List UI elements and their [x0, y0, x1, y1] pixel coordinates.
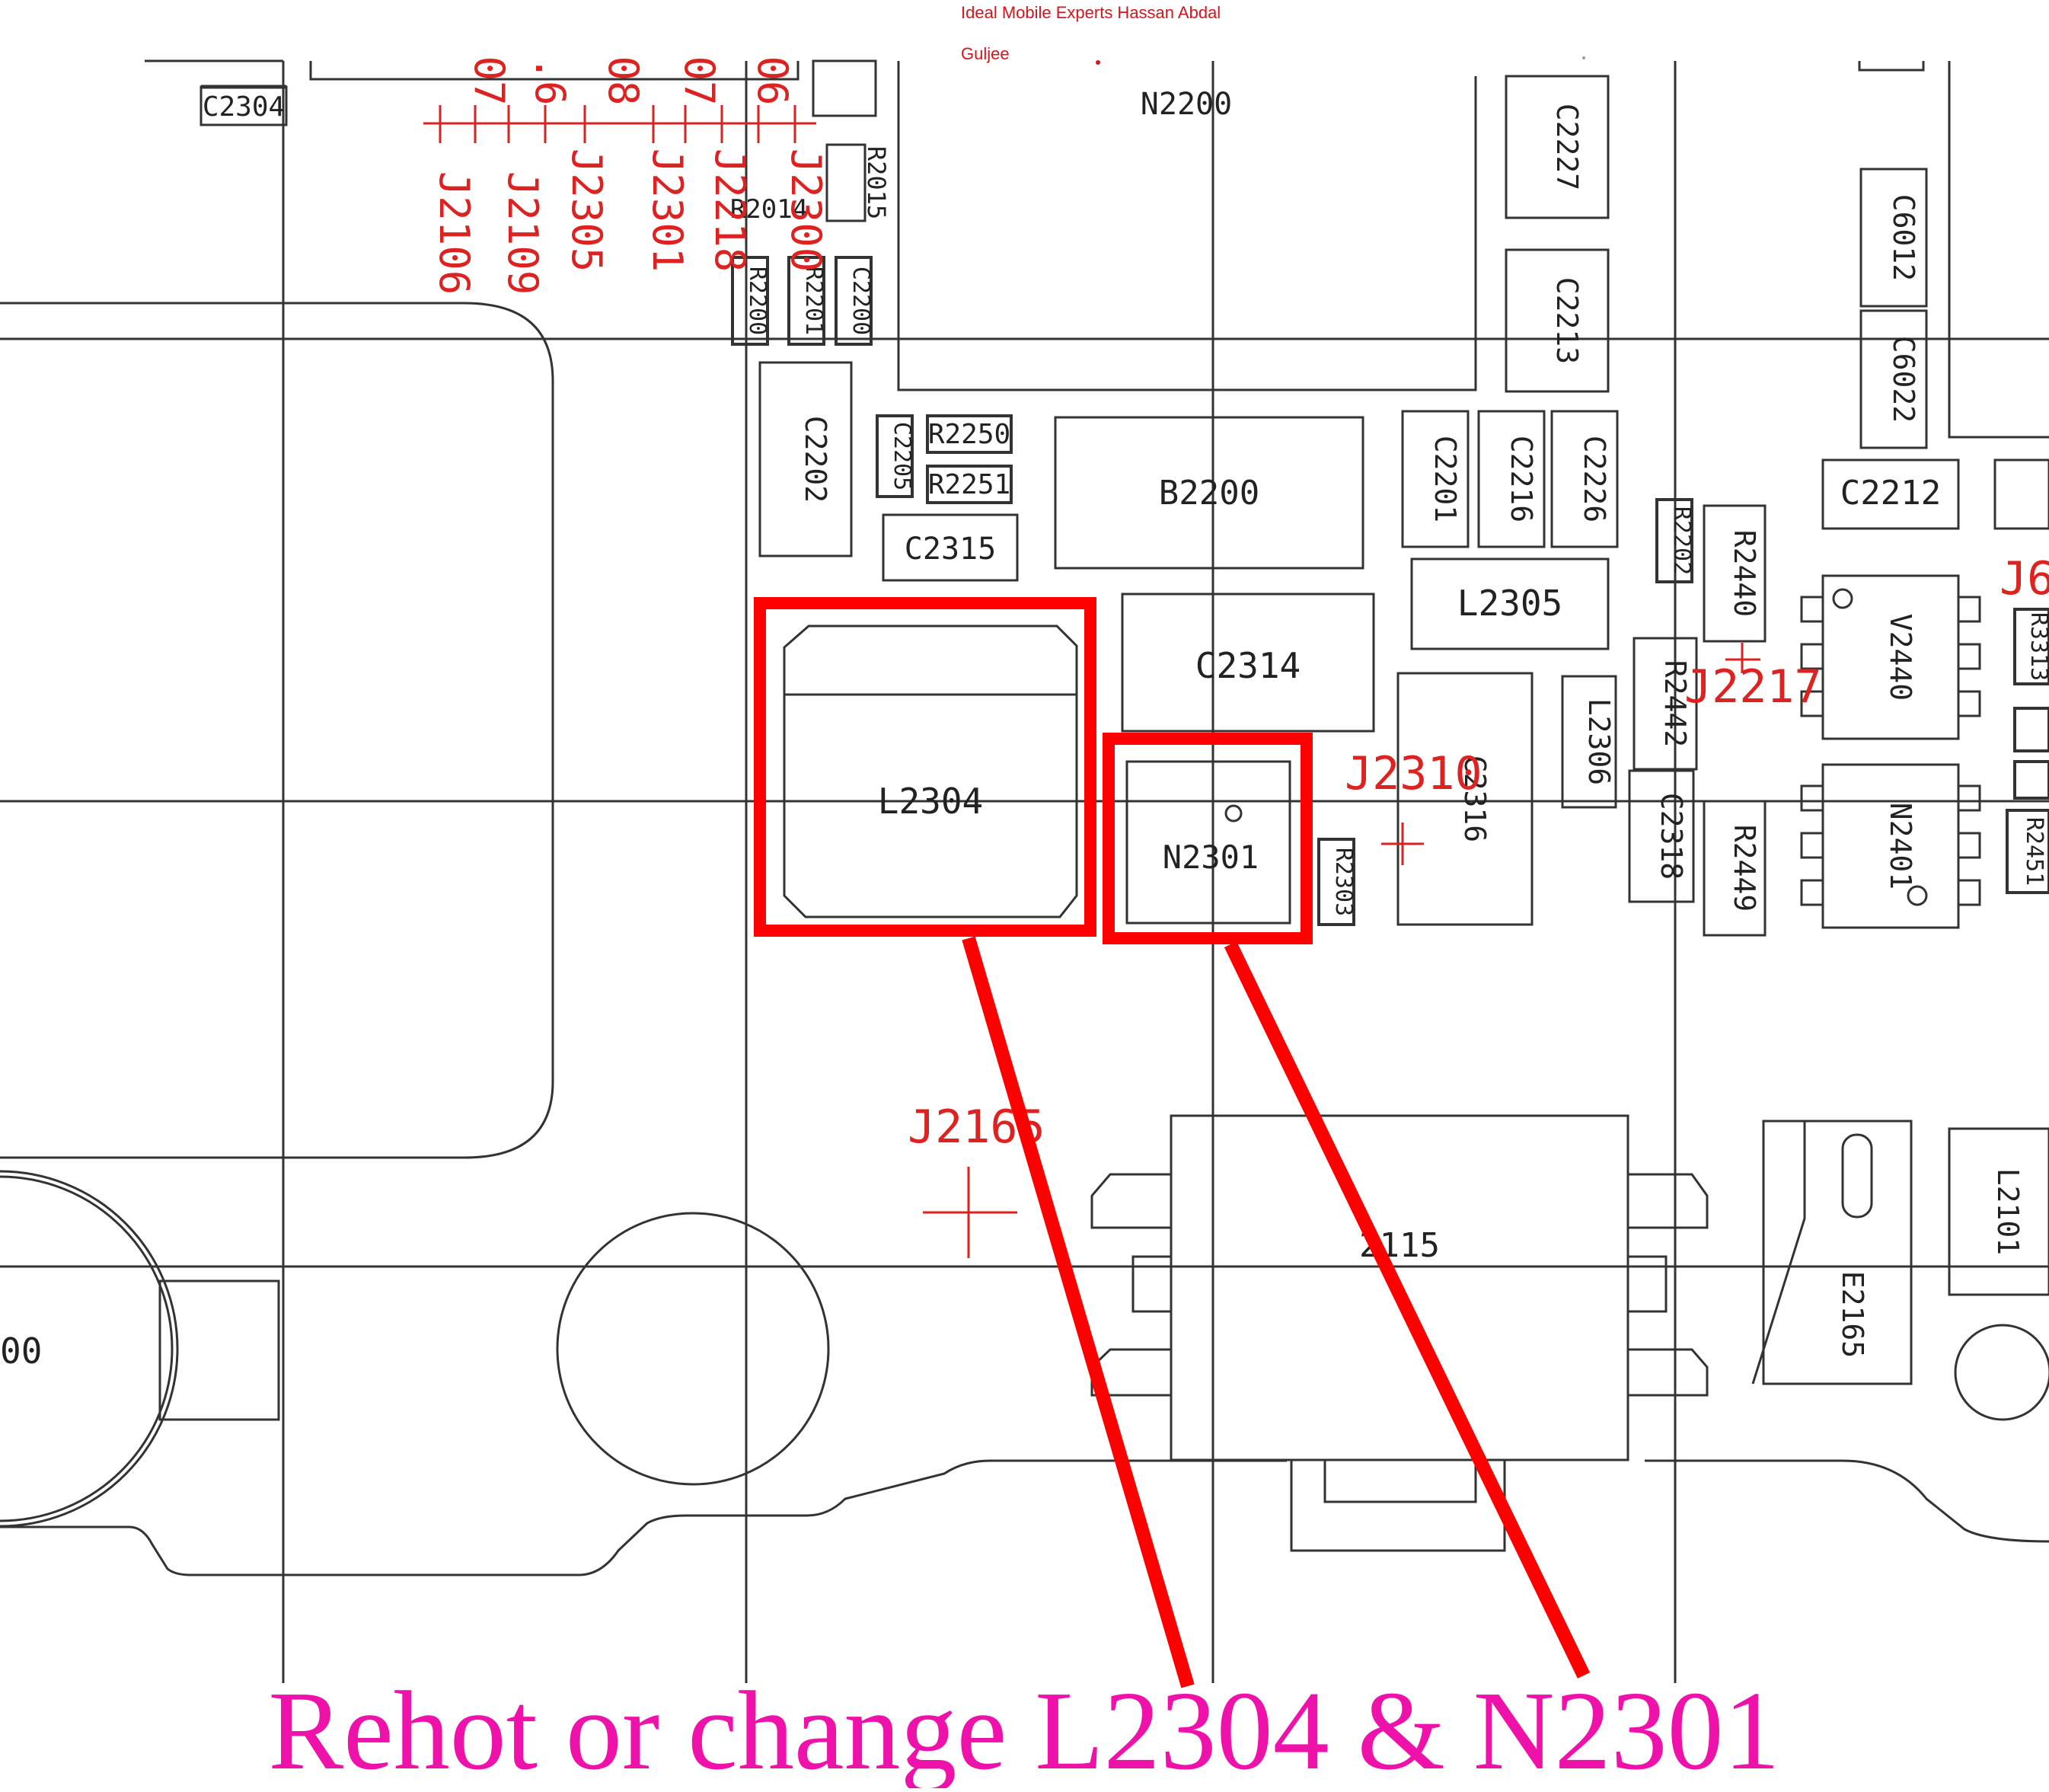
marker-j2217: J2217 [1684, 660, 1822, 714]
label-n2401: N2401 [1884, 803, 1917, 890]
label-l2304: L2304 [878, 781, 983, 822]
marker-top-08: 08 [599, 56, 647, 105]
label-r2251: R2251 [928, 469, 1010, 500]
label-l2305: L2305 [1457, 583, 1562, 624]
component-labels: C2304 N2200 R2014 R2015 R2200 R2201 C220… [0, 87, 2049, 1372]
label-c2304: C2304 [203, 91, 285, 123]
label-r3313: R3313 [2025, 612, 2049, 681]
label-r2303: R2303 [1330, 848, 1357, 916]
marker-j2301: J2301 [643, 149, 691, 273]
header-dot [1096, 60, 1100, 65]
label-c2226: C2226 [1578, 436, 1611, 522]
label-c2201: C2201 [1428, 436, 1462, 522]
label-r2200: R2200 [744, 267, 771, 335]
watermark-line-2: Guljee [961, 44, 1010, 63]
label-c2216: C2216 [1505, 436, 1538, 522]
marker-j2310: J2310 [1345, 747, 1482, 800]
label-r2440: R2440 [1728, 530, 1761, 617]
shield-outline [0, 302, 554, 1159]
pointer-n2301 [1224, 941, 1591, 1679]
highlight-box-n2301 [1103, 733, 1313, 944]
label-r2449: R2449 [1728, 825, 1761, 912]
label-n2200: N2200 [1141, 87, 1232, 122]
label-v2440: V2440 [1884, 614, 1917, 701]
label-c2314: C2314 [1195, 645, 1301, 686]
pointer-l2304 [962, 936, 1195, 1688]
test-point-crosses [423, 105, 1760, 1258]
header-dot-2 [1582, 56, 1585, 59]
label-c2213: C2213 [1550, 277, 1584, 364]
test-point-labels: J2106 J2109 J2305 J2301 J2218 J2300 07 .… [430, 56, 2049, 1154]
label-r2250: R2250 [928, 419, 1010, 450]
label-r2442: R2442 [1658, 660, 1692, 747]
label-r2201: R2201 [800, 267, 827, 335]
label-c2318: C2318 [1655, 793, 1688, 880]
label-c6012: C6012 [1887, 194, 1920, 281]
highlight-box-l2304 [754, 597, 1096, 937]
label-c2315: C2315 [905, 532, 996, 567]
marker-j2300: J2300 [782, 149, 830, 273]
label-c6022: C6022 [1887, 336, 1920, 423]
label-r2202: R2202 [1668, 506, 1695, 575]
label-bottom-left-partial: 00 [0, 1330, 42, 1372]
label-c2212: C2212 [1840, 474, 1941, 513]
label-r2015: R2015 [862, 146, 891, 219]
marker-top-06: .6 [526, 56, 574, 105]
marker-j2218: J2218 [706, 149, 754, 273]
marker-j2109: J2109 [499, 171, 547, 295]
watermark-line-1: Ideal Mobile Experts Hassan Abdal [961, 3, 1221, 22]
board-outlines [0, 59, 2049, 1683]
label-c2200: C2200 [847, 267, 874, 335]
label-l2306: L2306 [1582, 698, 1616, 785]
label-c2316: C2316 [1458, 755, 1492, 842]
marker-top-07b: 07 [675, 56, 723, 105]
marker-j2305: J2305 [563, 149, 611, 273]
label-n2301: N2301 [1163, 839, 1259, 876]
label-l2101: L2101 [1991, 1168, 2025, 1255]
highlight-annotations [754, 597, 1591, 1688]
marker-top-06b: 06 [748, 56, 796, 105]
marker-j2106: J2106 [430, 171, 478, 295]
label-e2165: E2165 [1836, 1271, 1869, 1358]
marker-top-07: 07 [465, 56, 513, 105]
label-c2205: C2205 [889, 422, 915, 490]
marker-j6-partial: J6 [2000, 552, 2049, 605]
label-r2451: R2451 [2021, 817, 2047, 886]
repair-instruction: Rehot or change L2304 & N2301 [268, 1669, 1779, 1788]
label-b2200: B2200 [1159, 474, 1259, 513]
label-c2202: C2202 [799, 416, 832, 503]
label-c2227: C2227 [1550, 104, 1584, 190]
label-r2014: R2014 [730, 194, 808, 225]
